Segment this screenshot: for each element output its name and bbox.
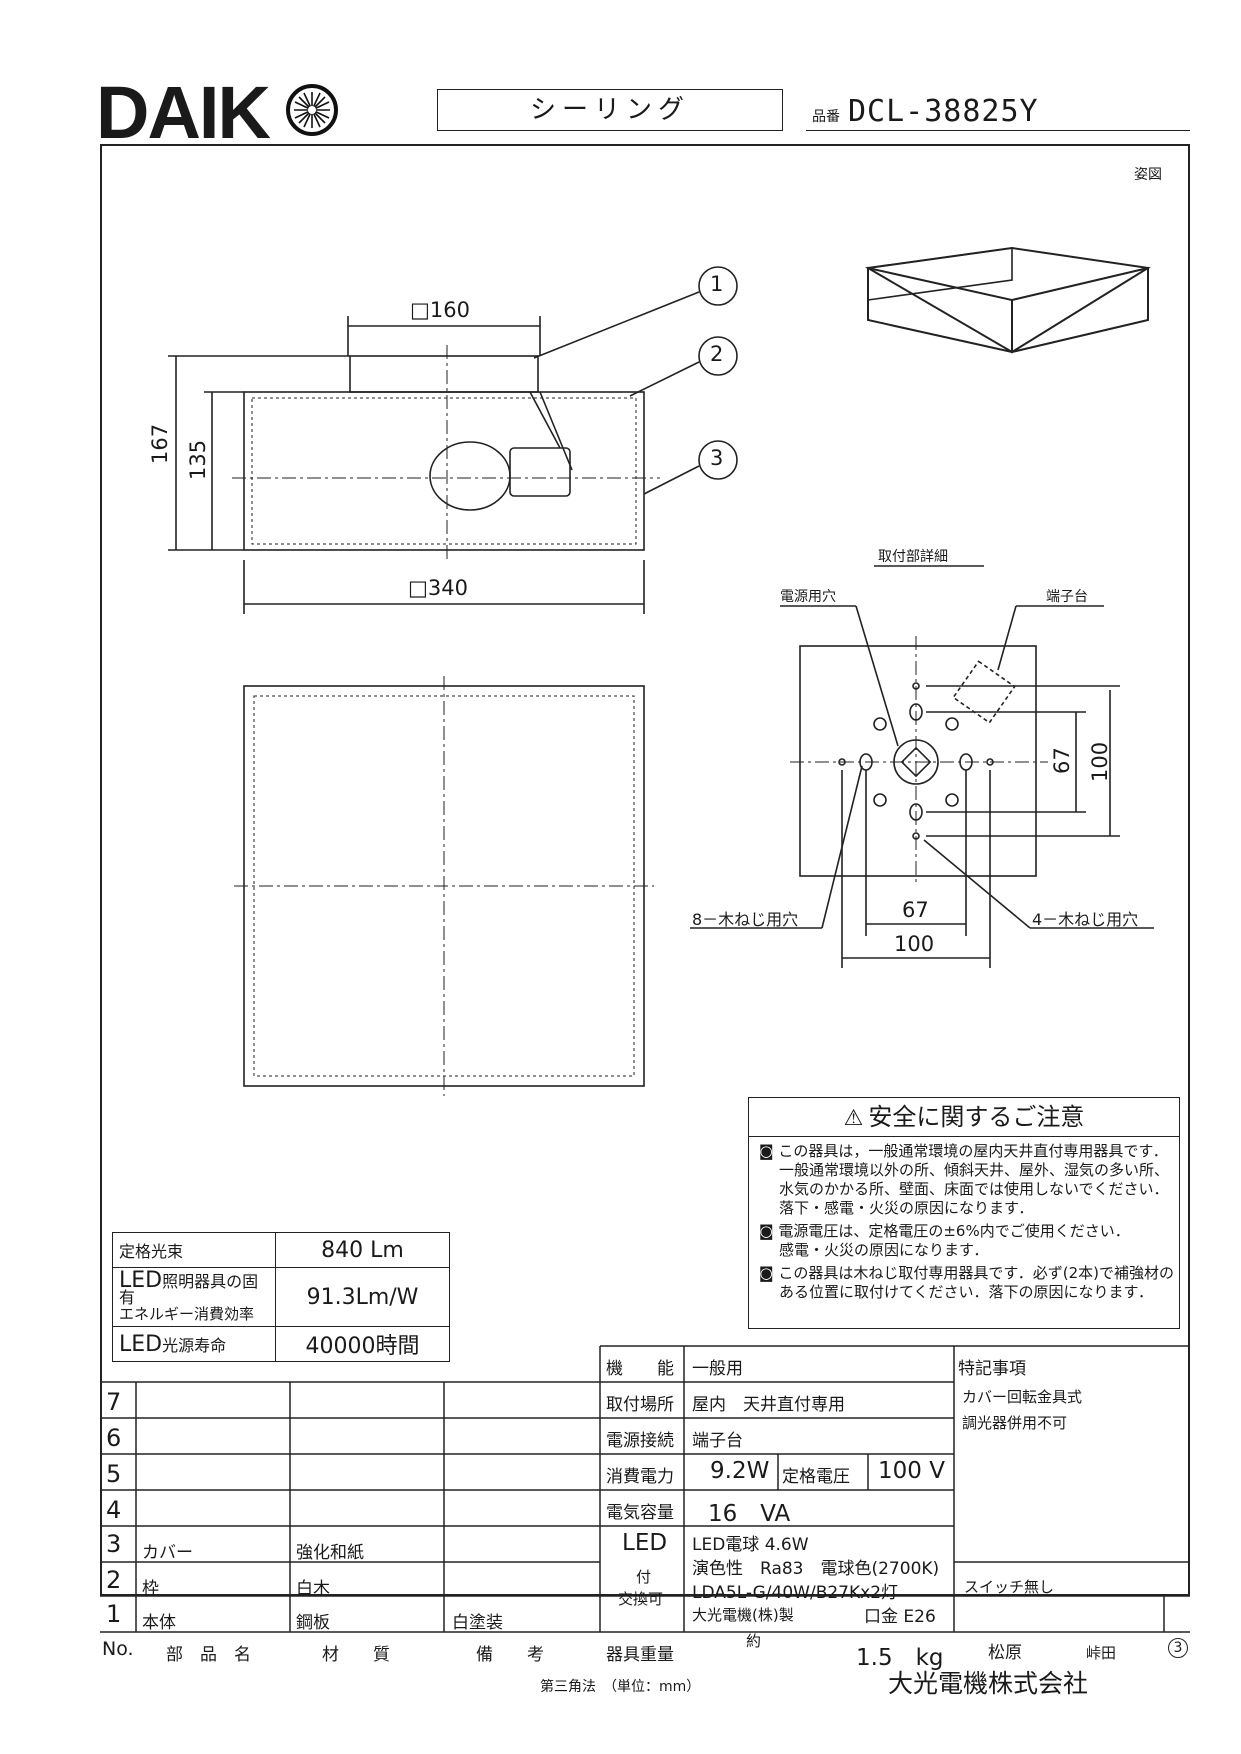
weight-approx: 約 [746,1632,762,1650]
part-name-3: カバー [142,1543,193,1563]
company-name: 大光電機株式会社 [888,1669,1089,1698]
dim-width: □340 [408,576,468,600]
part-material-1: 鋼板 [296,1613,330,1633]
capacity-label: 電気容量 [606,1503,674,1523]
part-no-5: 5 [106,1460,122,1488]
screw-4-label: 4－木ねじ用穴 [1032,910,1139,929]
part-no-7: 7 [106,1388,122,1416]
callout-3: 3 [710,446,724,470]
spec-value-eff: 91.3Lm/W [275,1267,450,1327]
spec-table: 定格光束 840 Lm LED照明器具の固有 エネルギー消費効率 91.3Lm/… [112,1232,450,1362]
parts-header-remark: 備 考 [476,1645,544,1665]
dim-67-horizontal: 67 [902,898,929,922]
function-label: 機 能 [606,1359,674,1379]
connection-label: 電源接続 [606,1431,674,1451]
part-number-label: 品番 [812,109,840,125]
led-label3: 交換可 [618,1590,664,1608]
power-label: 消費電力 [606,1467,674,1487]
notes-switch: スイッチ無し [964,1578,1055,1596]
perspective-label: 姿図 [1134,167,1162,183]
safety-p1-line4: 落下・感電・火災の原因になります． [779,1199,1034,1217]
part-no-4: 4 [106,1496,122,1524]
weight-value: 1.5 kg [856,1645,944,1671]
power-hole-label: 電源用穴 [780,589,836,605]
connection-value: 端子台 [692,1431,743,1451]
capacity-value: 16 VA [708,1501,791,1527]
brand-logo: DAIK [96,71,271,154]
led-line4a: 大光電機(株)製 [692,1606,794,1624]
screw-8-label: 8－木ねじ用穴 [692,910,799,929]
led-label2: 付 [636,1568,652,1586]
safety-p3-line2: ある位置に取付けてください．落下の原因になります． [779,1283,1153,1301]
part-name-2: 枠 [142,1579,159,1599]
notes-line2: 調光器併用不可 [962,1414,1068,1432]
safety-p1-line3: 水気のかかる所、壁面、床面では使用しないでください． [779,1180,1169,1198]
drawing-frame [100,144,1190,1596]
led-label: LED [622,1530,668,1556]
mount-plate [799,645,1037,877]
voltage-label: 定格電圧 [782,1467,850,1487]
part-no-2: 2 [106,1566,122,1594]
part-material-2: 白木 [296,1579,330,1599]
signoff-name1: 松原 [988,1643,1022,1663]
function-value: 一般用 [692,1359,743,1379]
spec-value-life: 40000時間 [275,1326,450,1362]
part-name-1: 本体 [142,1613,176,1633]
callout-2: 2 [710,342,724,366]
notes-line1: カバー回転金具式 [962,1388,1083,1406]
signoff-name2: 峠田 [1086,1644,1117,1662]
revision-badge: 3 [1168,1638,1188,1658]
spec-label-eff: 照明器具の固有 [119,1271,259,1307]
safety-notice: ⚠ 安全に関するご注意 ◙ この器具は，一般通常環境の屋内天井直付専用器具です．… [748,1097,1180,1329]
spec-label-eff2: エネルギー消費効率 [119,1304,255,1323]
spec-label-flux: 定格光束 [112,1232,276,1268]
spec-label-life: 光源寿命 [162,1335,227,1355]
power-value: 9.2W [710,1458,770,1484]
led-line1: LED電球 4.6W [692,1535,809,1555]
part-number: DCL-38825Y [848,94,1039,129]
dim-100-horizontal: 100 [894,932,935,956]
part-no-3: 3 [106,1530,122,1558]
parts-header-material: 材 質 [322,1645,390,1665]
projection-method: 第三角法 （単位：mm） [540,1679,701,1695]
spec-led-2: LED [119,1331,163,1357]
led-line3: LDA5L-G/40W/B27Kx2灯 [692,1583,899,1603]
part-no-1: 1 [106,1600,122,1628]
location-label: 取付場所 [606,1395,674,1415]
location-value: 屋内 天井直付専用 [692,1395,845,1415]
part-material-3: 強化和紙 [296,1543,364,1563]
led-line4b: 口金 E26 [864,1607,936,1627]
part-remark-1: 白塗装 [452,1613,503,1633]
spec-value-flux: 840 Lm [275,1232,450,1268]
voltage-value: 100 V [878,1458,945,1484]
part-number-underline [806,130,1190,131]
weight-label: 器具重量 [606,1645,674,1665]
category-box: シーリング [437,89,783,131]
safety-p2-line2: 感電・火災の原因になります． [779,1241,989,1259]
part-no-6: 6 [106,1424,122,1452]
warning-icon: ⚠ [843,1106,864,1131]
safety-p1-line1: この器具は，一般通常環境の屋内天井直付専用器具です． [778,1142,1168,1160]
parts-header-name: 部 品 名 [166,1645,251,1665]
terminal-label: 端子台 [1046,589,1088,605]
safety-p2-line1: 電源電圧は、定格電圧の±6%内でご使用ください． [778,1222,1130,1240]
callout-1: 1 [710,272,724,296]
parts-header-no: No. [102,1638,134,1660]
safety-title: 安全に関するご注意 [868,1103,1085,1131]
safety-p1-line2: 一般通常環境以外の所、傾斜天井、屋外、湿気の多い所、 [779,1161,1170,1179]
led-line2: 演色性 Ra83 電球色(2700K) [692,1559,940,1579]
notes-title: 特記事項 [958,1359,1026,1379]
mount-detail-title: 取付部詳細 [878,549,948,565]
dim-top: □160 [410,298,470,322]
sun-logo-icon [286,84,338,136]
safety-p3-line1: この器具は木ねじ取付専用器具です．必ず(2本)で補強材の [778,1264,1174,1282]
spec-led-1: LED [119,1267,163,1293]
